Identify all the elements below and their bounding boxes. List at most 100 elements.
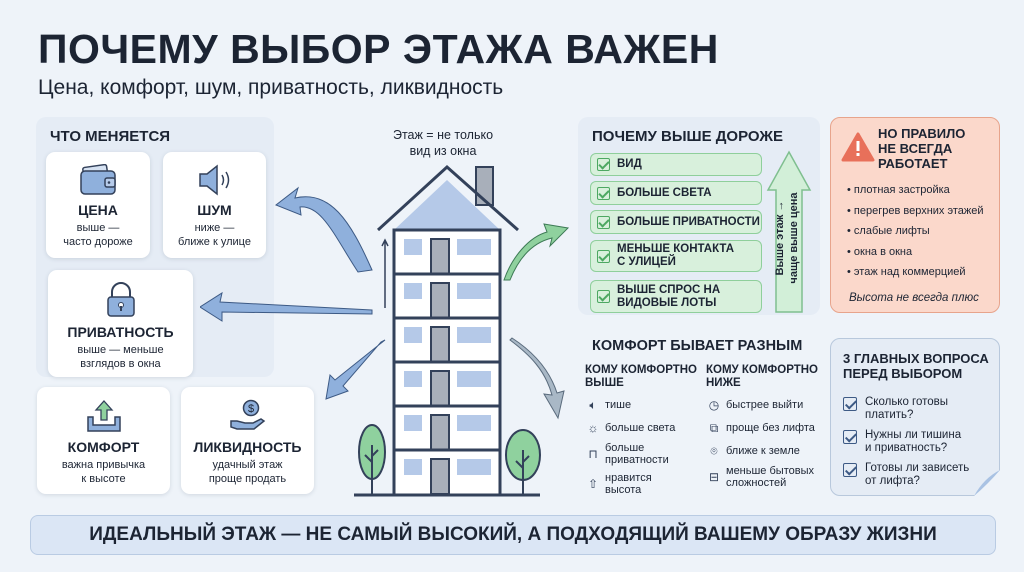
why-expensive-title: ПОЧЕМУ ВЫШЕ ДОРОЖЕ [592,128,783,145]
comfort-item: ☼ больше света [585,419,703,436]
question-text: Сколько готовы платить? [865,396,949,421]
comfort-item: ⌾ближе к земле [706,442,826,459]
comfort-item: ⇧нравится высота [585,472,703,496]
checkbox-icon [597,249,610,263]
sun-icon: ☼ [587,420,599,435]
comfort-item: ⊟ меньше бытовых сложностей [706,465,826,489]
elevator-icon: ⧉ [709,420,719,435]
question-item: Сколько готовы платить? [843,396,969,422]
warning-item: слабые лифты [847,225,984,246]
card-price: ЦЕНА выше — часто дороже [46,152,150,258]
arrow-label: Выше этаж → чаще выше цена [773,178,801,298]
reason-text: МЕНЬШЕ КОНТАКТА С УЛИЦЕЙ [617,243,735,268]
window [457,415,491,431]
checkbox-icon [843,463,857,477]
reason-item: БОЛЬШЕ ПРИВАТНОСТИ [590,210,762,234]
column-title: КОМУ КОМФОРТНО ВЫШЕ [585,364,697,389]
comfort-text: ближе к земле [726,444,800,457]
question-item: Готовы ли зависеть от лифта? [843,462,969,488]
arrow-label-line: Выше этаж → [774,200,786,276]
card-desc: выше — меньше взглядов в окна [77,344,164,370]
card-noise: ШУМ ниже — ближе к улице [163,152,266,258]
card-desc: ниже — ближе к улице [178,222,251,248]
comfort-title: КОМФОРТ БЫВАЕТ РАЗНЫМ [592,338,803,354]
door [430,282,450,319]
warning-title: НО ПРАВИЛО НЕ ВСЕГДА РАБОТАЕТ [878,126,966,171]
bottom-banner: ИДЕАЛЬНЫЙ ЭТАЖ — НЕ САМЫЙ ВЫСОКИЙ, А ПОД… [30,515,996,555]
window [457,239,491,255]
window [457,327,491,343]
tree-icon [358,424,386,495]
comfort-item: ⊓ больше приватности [585,442,703,466]
window [404,239,422,255]
comfort-text: больше света [605,421,676,434]
up-arrow-icon [766,150,812,313]
building-caption: Этаж = не только вид из окна [392,128,494,158]
comfort-item: 🔈︎тише [585,396,703,413]
reason-item: БОЛЬШЕ СВЕТА [590,181,762,205]
questions-title: 3 ГЛАВНЫХ ВОПРОСА ПЕРЕД ВЫБОРОМ [843,351,989,381]
door [430,414,450,451]
warning-item: перегрев верхних этажей [847,205,984,226]
warning-item: этаж над коммерцией [847,266,984,287]
arrow-label-line: чаще выше цена [788,192,800,284]
card-desc: удачный этаж проще продать [208,459,287,485]
card-title: ПРИВАТНОСТЬ [67,324,174,340]
checkbox-icon [597,215,610,229]
questions-list: Сколько готовы платить? Нужны ли тишина … [843,389,969,488]
reason-text: ВЫШЕ СПРОС НА ВИДОВЫЕ ЛОТЫ [617,283,721,309]
question-text: Нужны ли тишина и приватность? [865,429,962,454]
comfort-text: меньше бытовых сложностей [726,465,814,489]
window [404,283,422,299]
checkbox-icon [597,158,610,171]
comfort-higher-column: КОМУ КОМФОРТНО ВЫШЕ 🔈︎тише ☼ больше света… [585,364,703,496]
checkbox-icon [597,186,610,200]
clock-icon: ◷ [708,397,720,412]
reason-item: ВЫШЕ СПРОС НА ВИДОВЫЕ ЛОТЫ [590,280,762,313]
tree-icon [505,429,541,495]
building-illustration [200,164,570,497]
card-title: ШУМ [197,202,232,218]
window [404,415,422,431]
questions-panel: 3 ГЛАВНЫХ ВОПРОСА ПЕРЕД ВЫБОРОМ Сколько … [830,338,1000,496]
window [457,459,491,475]
warning-note: Высота не всегда плюс [849,292,979,304]
card-title: КОМФОРТ [67,439,140,455]
lock-icon [106,282,135,317]
comfort-item: ⧉ проще без лифта [706,419,826,436]
door [430,458,450,495]
comfort-text: больше приватности [605,442,669,466]
window [404,327,422,343]
page-title: ПОЧЕМУ ВЫБОР ЭТАЖА ВАЖЕН [38,26,719,72]
card-liquidity: $ ЛИКВИДНОСТЬ удачный этаж проще продать [181,387,314,494]
lock-icon: ⊓ [588,447,598,461]
door [430,370,450,407]
reason-text: БОЛЬШЕ СВЕТА [617,186,712,199]
reason-item: МЕНЬШЕ КОНТАКТА С УЛИЦЕЙ [590,240,762,272]
card-comfort: КОМФОРТ важна привычка к высоте [37,387,170,494]
window [457,371,491,387]
card-title: ЛИКВИДНОСТЬ [193,439,302,455]
window [457,283,491,299]
warning-icon [841,132,875,162]
reason-text: БОЛЬШЕ ПРИВАТНОСТИ [617,215,760,228]
question-text: Готовы ли зависеть от лифта? [865,462,970,487]
checkbox-icon [843,430,857,444]
door [430,238,450,275]
page-subtitle: Цена, комфорт, шум, приватность, ликвидн… [38,76,504,99]
hand-coin-icon: $ [229,399,265,430]
comfort-text: проще без лифта [726,421,815,434]
comfort-lower-column: КОМУ КОМФОРТНО НИЖЕ ◷ быстрее выйти ⧉ прощ… [706,364,826,489]
window [404,459,422,475]
comfort-text: быстрее выйти [726,398,804,411]
card-desc: выше — часто дороже [63,222,133,248]
svg-text:$: $ [247,403,253,415]
page-curl-icon [974,470,1000,496]
column-title: КОМУ КОМФОРТНО НИЖЕ [706,364,818,389]
toolbox-icon: ⊟ [708,470,720,484]
warning-item: плотная застройка [847,184,984,205]
window [404,371,422,387]
card-title: ЦЕНА [78,202,118,218]
question-item: Нужны ли тишина и приватность? [843,429,969,455]
card-privacy: ПРИВАТНОСТЬ выше — меньше взглядов в окн… [48,270,193,377]
